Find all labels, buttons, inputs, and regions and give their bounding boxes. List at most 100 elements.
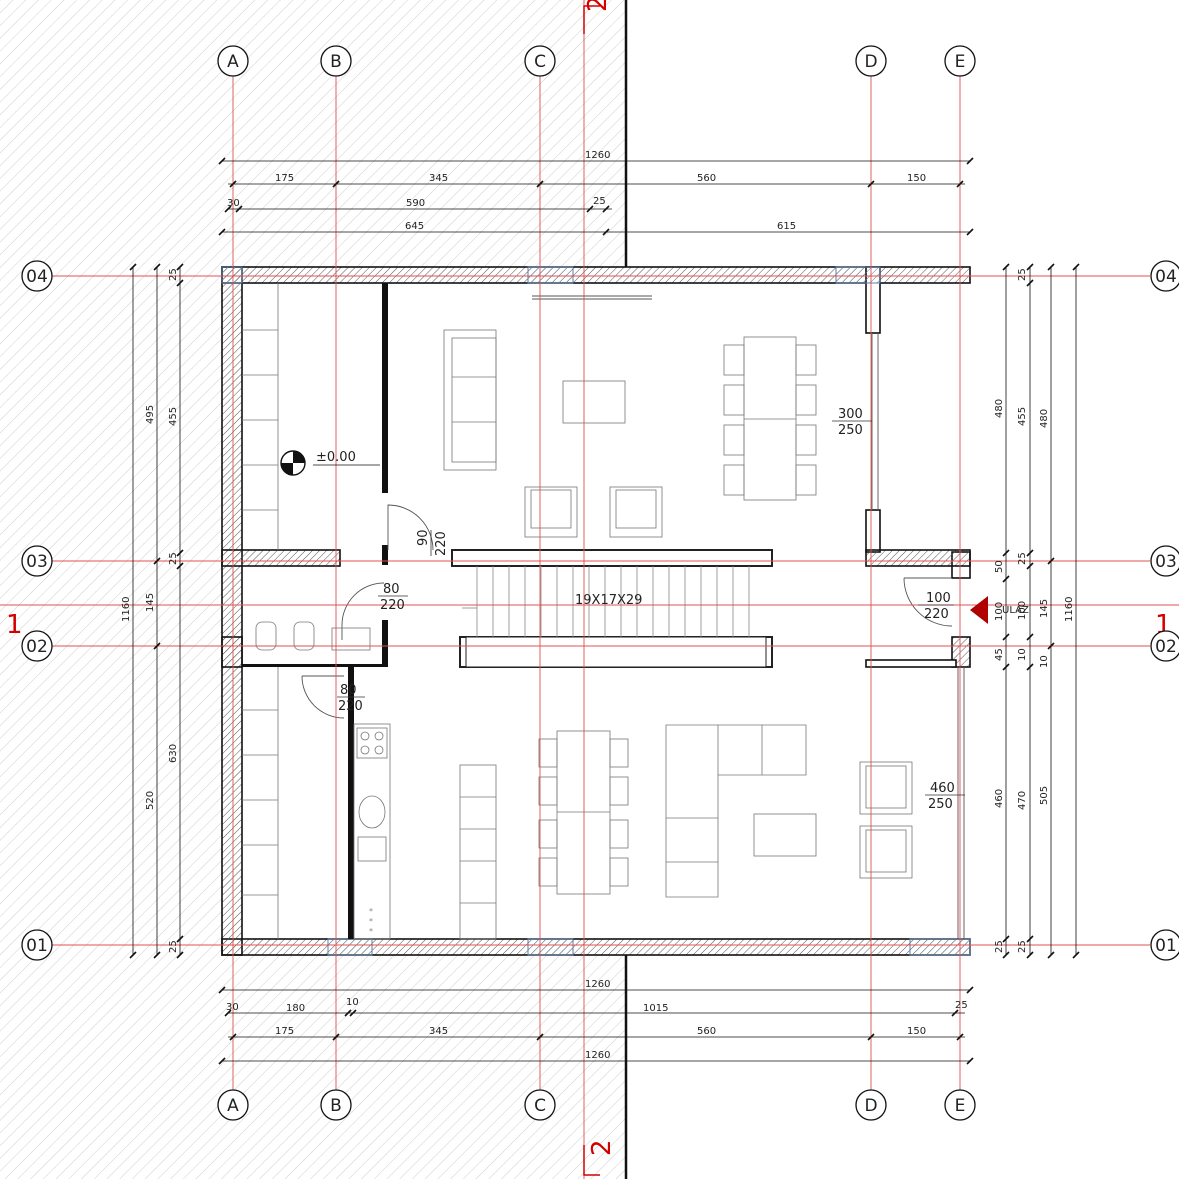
dim-right-a-3: 100: [994, 602, 1005, 621]
dim-left-a-3: 520: [145, 791, 156, 810]
dim-bottom-row2-4: 1015: [643, 1003, 668, 1014]
window-460-height: 250: [928, 797, 953, 812]
entrance-label: ULAZ: [1002, 605, 1029, 616]
dim-right-b-7: 25: [1017, 940, 1028, 953]
entrance-arrow: [970, 596, 988, 624]
section-1-left: 1: [6, 610, 23, 640]
grid-col-C-bottom: C: [534, 1096, 546, 1116]
dim-top-axis-3: 560: [697, 173, 716, 184]
window-300-height: 250: [838, 423, 863, 438]
door-80a-height: 220: [380, 598, 405, 613]
grid-row-03-left: 03: [26, 552, 48, 572]
dim-top-row3-3: 25: [593, 196, 606, 207]
dim-left-a-2: 145: [145, 593, 156, 612]
dim-right-b-1: 25: [1017, 268, 1028, 281]
dim-right-a-5: 460: [994, 789, 1005, 808]
level-mark-text: ±0.00: [316, 450, 356, 465]
dim-top-row4-2: 615: [777, 221, 796, 232]
grid-row-01-left: 01: [26, 936, 48, 956]
grid-row-04-left: 04: [26, 267, 48, 287]
grid-row-03-right: 03: [1155, 552, 1177, 572]
grid-bubble-labels: A B C D E A B C D E 04 03 02 01 04 03 02…: [26, 52, 1177, 1116]
door-80b-width: 80: [340, 683, 357, 698]
grid-row-02-right: 02: [1155, 637, 1177, 657]
dim-top-axis-2: 345: [429, 173, 448, 184]
dim-bottom-axis-3: 560: [697, 1026, 716, 1037]
grid-col-B-bottom: B: [330, 1096, 342, 1116]
dim-top-row4-1: 645: [405, 221, 424, 232]
dimension-lines: [132, 160, 1077, 1062]
window-460-width: 460: [930, 781, 955, 796]
dim-right-a-1: 480: [994, 399, 1005, 418]
svg-text:*: *: [369, 917, 373, 926]
dim-bottom-axis-4: 150: [907, 1026, 926, 1037]
dim-right-overall: 1160: [1064, 597, 1075, 622]
dim-right-b-4: 100: [1017, 601, 1028, 620]
dim-bottom-overall-bottom: 1260: [585, 1050, 610, 1061]
grid-col-B-top: B: [330, 52, 342, 72]
dim-bottom-axis-2: 345: [429, 1026, 448, 1037]
hob-marks: ***: [369, 907, 373, 936]
door-80b-height: 220: [338, 699, 363, 714]
dimension-ticks: [129, 157, 1080, 1065]
grid-col-E-bottom: E: [955, 1096, 966, 1116]
grid-col-A-top: A: [227, 52, 239, 72]
dim-left-overall: 1160: [121, 597, 132, 622]
grid-row-01-right: 01: [1155, 936, 1177, 956]
dim-left-b-2: 455: [168, 407, 179, 426]
dim-right-c-3: 505: [1039, 786, 1050, 805]
dim-top-axis-1: 175: [275, 173, 294, 184]
dim-top-row3-2: 590: [406, 198, 425, 209]
staircase: [451, 549, 773, 668]
opening-label-lines: [337, 420, 965, 796]
dim-bottom-axis-1: 175: [275, 1026, 294, 1037]
window-300-width: 300: [838, 407, 863, 422]
dim-right-b-3: 25: [1017, 552, 1028, 565]
door-90-width: 90: [416, 529, 431, 546]
level-marker: [280, 450, 380, 476]
grid-row-04-right: 04: [1155, 267, 1177, 287]
building-footprint: [222, 267, 970, 955]
dim-bottom-row2-1: 30: [226, 1002, 239, 1013]
svg-text:*: *: [369, 907, 373, 916]
dim-left-b-4: 630: [168, 744, 179, 763]
door-90-height: 220: [434, 531, 449, 556]
dim-bottom-row2-2: 180: [286, 1003, 305, 1014]
doors: [301, 295, 965, 939]
dim-bottom-overall-top: 1260: [585, 979, 610, 990]
dim-right-b-2: 455: [1017, 407, 1028, 426]
dim-right-a-4: 45: [994, 648, 1005, 661]
dim-top-axis-4: 150: [907, 173, 926, 184]
dim-right-b-5: 10: [1017, 648, 1028, 661]
stair-label: 19X17X29: [575, 593, 642, 608]
dim-right-d-1: 10: [1039, 655, 1050, 668]
section-2-top: 2: [583, 0, 613, 12]
door-100-width: 100: [926, 591, 951, 606]
dim-left-b-1: 25: [168, 268, 179, 281]
dim-bottom-row2-5: 25: [955, 1000, 968, 1011]
grid-row-02-left: 02: [26, 637, 48, 657]
dim-right-a-2: 50: [994, 560, 1005, 573]
dim-right-b-6: 470: [1017, 791, 1028, 810]
dim-left-b-3: 25: [168, 552, 179, 565]
door-100-height: 220: [924, 607, 949, 622]
dim-right-c-2: 145: [1039, 599, 1050, 618]
grid-col-A-bottom: A: [227, 1096, 239, 1116]
dim-right-a-6: 25: [994, 940, 1005, 953]
dim-bottom-row2-3: 10: [346, 997, 359, 1008]
dim-left-b-5: 25: [168, 940, 179, 953]
dim-top-row3-1: 30: [227, 198, 240, 209]
svg-text:*: *: [369, 927, 373, 936]
furniture: [242, 283, 913, 940]
grid-col-D-bottom: D: [864, 1096, 877, 1116]
interior-walls: [242, 283, 388, 939]
dim-top-overall: 1260: [585, 150, 610, 161]
grid-col-C-top: C: [534, 52, 546, 72]
door-80a-width: 80: [383, 582, 400, 597]
dim-left-a-1: 495: [145, 405, 156, 424]
section-2-bottom: 2: [587, 1139, 617, 1156]
dim-right-c-1: 480: [1039, 409, 1050, 428]
grid-bubbles: [21, 45, 1179, 1121]
